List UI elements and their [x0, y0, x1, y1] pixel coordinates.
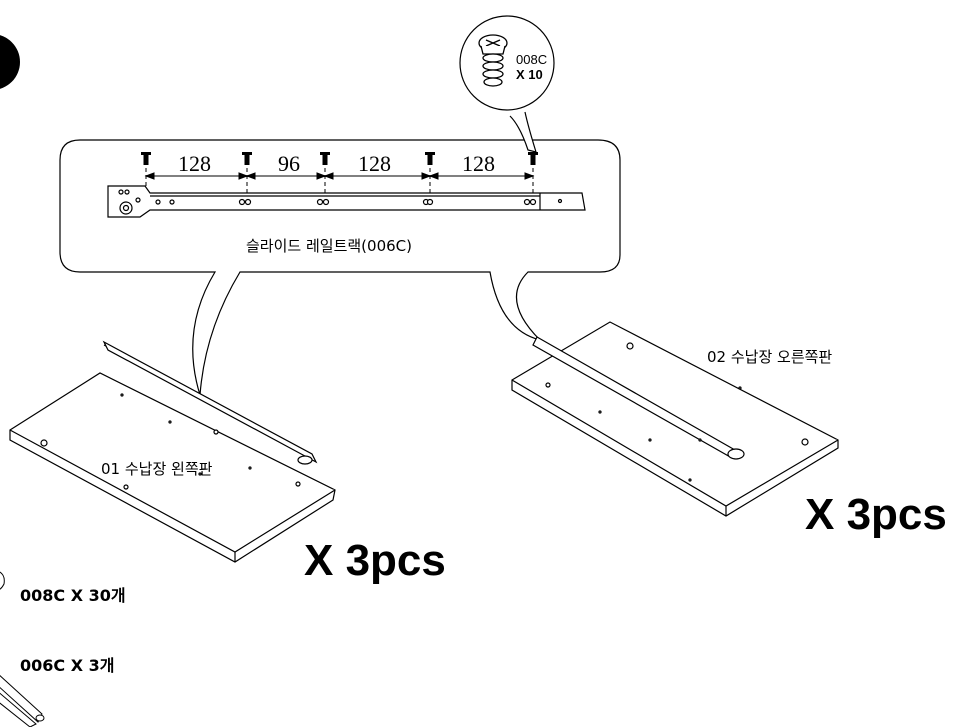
- step-number-badge: [0, 35, 20, 89]
- screw-zoom-bubble: [459, 15, 555, 153]
- rail-label: 슬라이드 레일트랙(006C): [246, 237, 412, 255]
- screw-qty-label: X 10: [516, 67, 543, 82]
- dimension-label-3: 128: [358, 151, 391, 176]
- dimension-label-4: 128: [462, 151, 495, 176]
- slide-rail-icon: [0, 674, 45, 727]
- left-panel-label: 01 수납장 왼쪽판: [101, 460, 213, 478]
- left-panel-drawing: [9, 340, 336, 563]
- right-panel-qty: X 3pcs: [805, 490, 947, 539]
- rail-callout-bubble: [59, 139, 621, 396]
- right-panel-drawing: [511, 321, 839, 517]
- screw-code-label: 008C: [516, 52, 548, 67]
- right-panel-label: 02 수납장 오른쪽판: [707, 348, 833, 366]
- left-panel-qty: X 3pcs: [304, 536, 446, 585]
- dimension-label-1: 128: [178, 151, 211, 176]
- parts-list-item: 008C X 30개: [20, 586, 126, 605]
- parts-list-item: 006C X 3개: [20, 656, 115, 675]
- dimension-screws: [141, 152, 538, 165]
- dimension-label-2: 96: [278, 151, 300, 176]
- screw-icon: [0, 571, 5, 590]
- slide-rail-icon: [107, 185, 586, 218]
- screw-icon: [478, 34, 508, 87]
